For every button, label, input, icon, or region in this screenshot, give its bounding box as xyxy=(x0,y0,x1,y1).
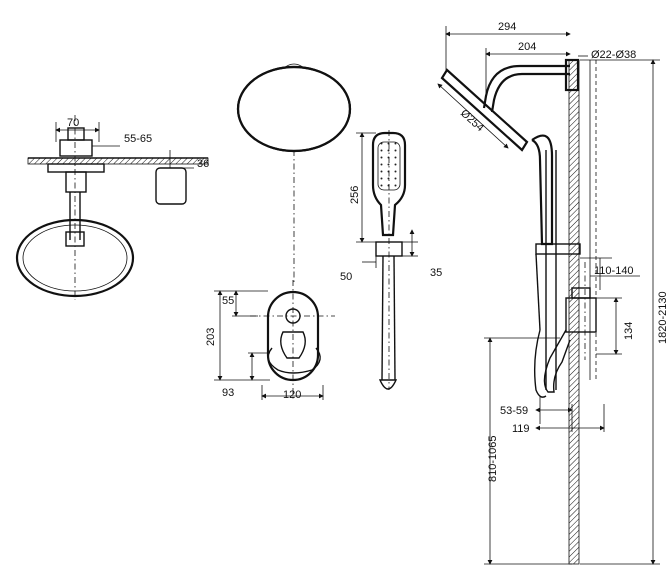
dim-height-810-1065: 810-1065 xyxy=(487,436,499,483)
dim-height-134: 134 xyxy=(623,322,635,340)
valve-cover-plate xyxy=(214,280,335,400)
shower-head-face xyxy=(236,63,352,285)
dim-holder-35: 35 xyxy=(430,267,442,279)
dim-pipe-diameter: Ø22-Ø38 xyxy=(591,49,636,61)
dim-depth-36: 36 xyxy=(197,158,209,170)
dim-holder-50: 50 xyxy=(340,271,352,283)
dim-arm-204: 204 xyxy=(518,41,536,53)
dim-length-256: 256 xyxy=(349,186,361,204)
dim-head-diameter: Ø254 xyxy=(458,107,486,134)
dim-depth-53-59: 53-59 xyxy=(500,405,528,417)
hand-shower xyxy=(356,130,418,390)
dim-depth-119: 119 xyxy=(512,423,530,435)
side-elevation xyxy=(437,26,660,565)
dim-reach-294: 294 xyxy=(498,21,516,33)
left-view-ceiling-mount xyxy=(15,115,209,300)
dim-nut-55-65: 55-65 xyxy=(124,133,152,145)
dim-top-55: 55 xyxy=(222,295,234,307)
dim-height-1820-2130: 1820-2130 xyxy=(657,291,669,344)
dim-height-203: 203 xyxy=(205,328,217,346)
dim-width-120: 120 xyxy=(283,389,301,401)
dim-offset-93: 93 xyxy=(222,387,234,399)
dim-width-70: 70 xyxy=(67,117,79,129)
dim-range-110-140: 110-140 xyxy=(594,265,634,277)
